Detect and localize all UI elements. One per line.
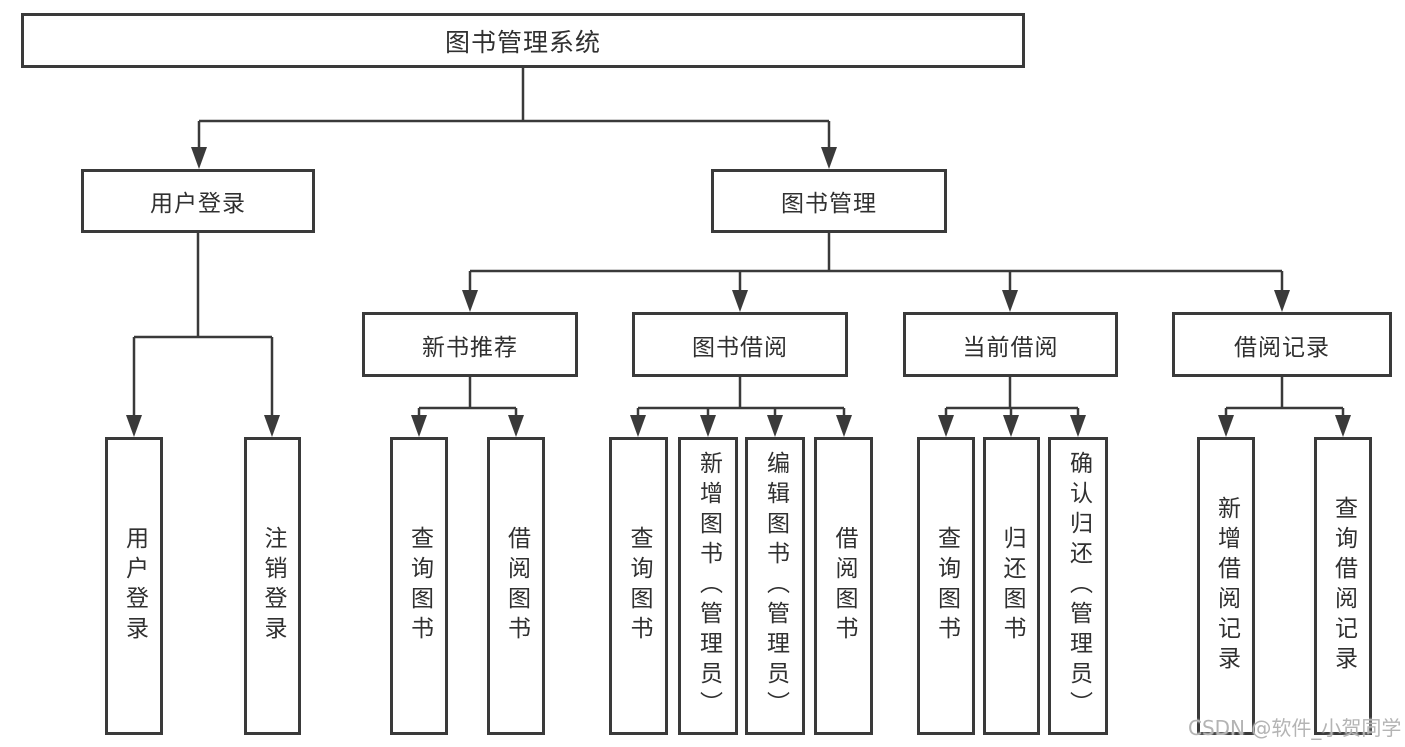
leaf-add-book-admin-label: 新增图书（管理员） xyxy=(695,451,722,721)
leaf-add-borrow-record: 新增借阅记录 xyxy=(1197,437,1255,735)
node-new-book-recommend: 新书推荐 xyxy=(362,312,578,377)
node-book-borrow: 图书借阅 xyxy=(632,312,848,377)
leaf-query-books-recommend-label: 查询图书 xyxy=(406,526,433,646)
node-user-login-label: 用户登录 xyxy=(150,191,246,217)
leaf-confirm-return-admin: 确认归还（管理员） xyxy=(1048,437,1108,735)
leaf-edit-book-admin-label: 编辑图书（管理员） xyxy=(762,451,789,721)
leaf-logout-label: 注销登录 xyxy=(260,526,286,646)
arrowheads xyxy=(126,147,1351,437)
node-borrow-records: 借阅记录 xyxy=(1172,312,1392,377)
leaf-return-books-label: 归还图书 xyxy=(999,526,1025,646)
leaf-borrow-books-recommend: 借阅图书 xyxy=(487,437,545,735)
leaf-confirm-return-admin-label: 确认归还（管理员） xyxy=(1065,451,1092,721)
csdn-watermark: CSDN @软件_小贺同学 xyxy=(1188,716,1402,740)
leaf-add-borrow-record-label: 新增借阅记录 xyxy=(1213,496,1240,676)
leaf-query-borrow-record-label: 查询借阅记录 xyxy=(1330,496,1357,676)
leaf-borrow-books-label: 借阅图书 xyxy=(831,526,857,646)
node-root-label: 图书管理系统 xyxy=(444,27,601,57)
node-book-management: 图书管理 xyxy=(711,169,947,233)
node-current-borrow-label: 当前借阅 xyxy=(962,334,1059,361)
leaf-logout: 注销登录 xyxy=(244,437,301,735)
leaf-query-books-borrow-label: 查询图书 xyxy=(626,526,652,646)
node-book-borrow-label: 图书借阅 xyxy=(692,334,788,361)
leaf-query-borrow-record: 查询借阅记录 xyxy=(1314,437,1372,735)
node-borrow-records-label: 借阅记录 xyxy=(1234,334,1330,361)
leaf-edit-book-admin: 编辑图书（管理员） xyxy=(745,437,805,735)
leaf-query-books-recommend: 查询图书 xyxy=(390,437,448,735)
leaf-add-book-admin: 新增图书（管理员） xyxy=(678,437,738,735)
leaf-query-books-borrow: 查询图书 xyxy=(609,437,668,735)
leaf-query-books-current: 查询图书 xyxy=(917,437,975,735)
node-user-login: 用户登录 xyxy=(81,169,315,233)
node-new-book-recommend-label: 新书推荐 xyxy=(422,334,518,361)
leaf-borrow-books-recommend-label: 借阅图书 xyxy=(503,526,530,646)
leaf-return-books: 归还图书 xyxy=(983,437,1040,735)
node-root: 图书管理系统 xyxy=(21,13,1025,68)
leaf-query-books-current-label: 查询图书 xyxy=(933,526,960,646)
node-current-borrow: 当前借阅 xyxy=(903,312,1118,377)
leaf-borrow-books: 借阅图书 xyxy=(814,437,873,735)
node-book-management-label: 图书管理 xyxy=(781,191,877,217)
leaf-user-login-label: 用户登录 xyxy=(121,526,148,646)
leaf-user-login: 用户登录 xyxy=(105,437,163,735)
